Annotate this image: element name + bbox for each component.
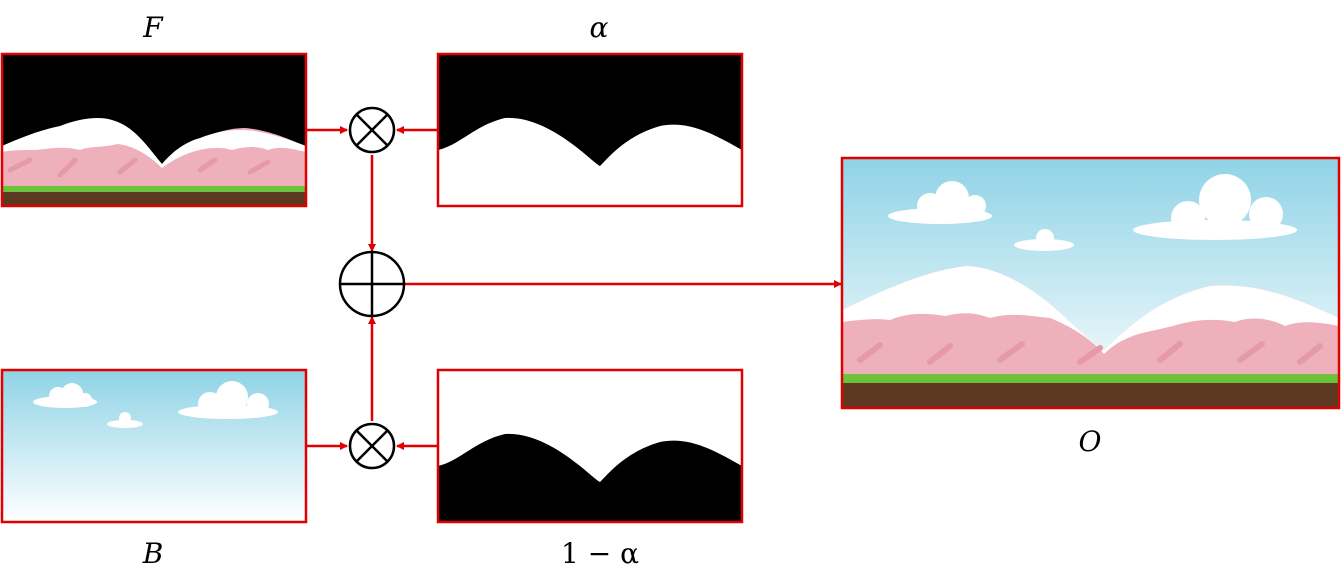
output-panel (842, 158, 1339, 408)
background-panel (2, 370, 306, 522)
alpha-mask-panel (438, 54, 742, 206)
multiply-operator-bottom (348, 422, 396, 470)
inverse-alpha-label: 1 − α (561, 537, 639, 570)
background-label: B (142, 537, 164, 570)
foreground-panel (2, 54, 306, 206)
output-label: O (1078, 425, 1102, 458)
connectors (306, 126, 842, 450)
foreground-label: F (143, 11, 163, 44)
multiply-operator-top (348, 106, 396, 154)
inverse-alpha-panel (438, 370, 742, 522)
output-frame (840, 156, 1341, 410)
add-operator (338, 250, 406, 318)
alpha-label: α (589, 11, 609, 44)
